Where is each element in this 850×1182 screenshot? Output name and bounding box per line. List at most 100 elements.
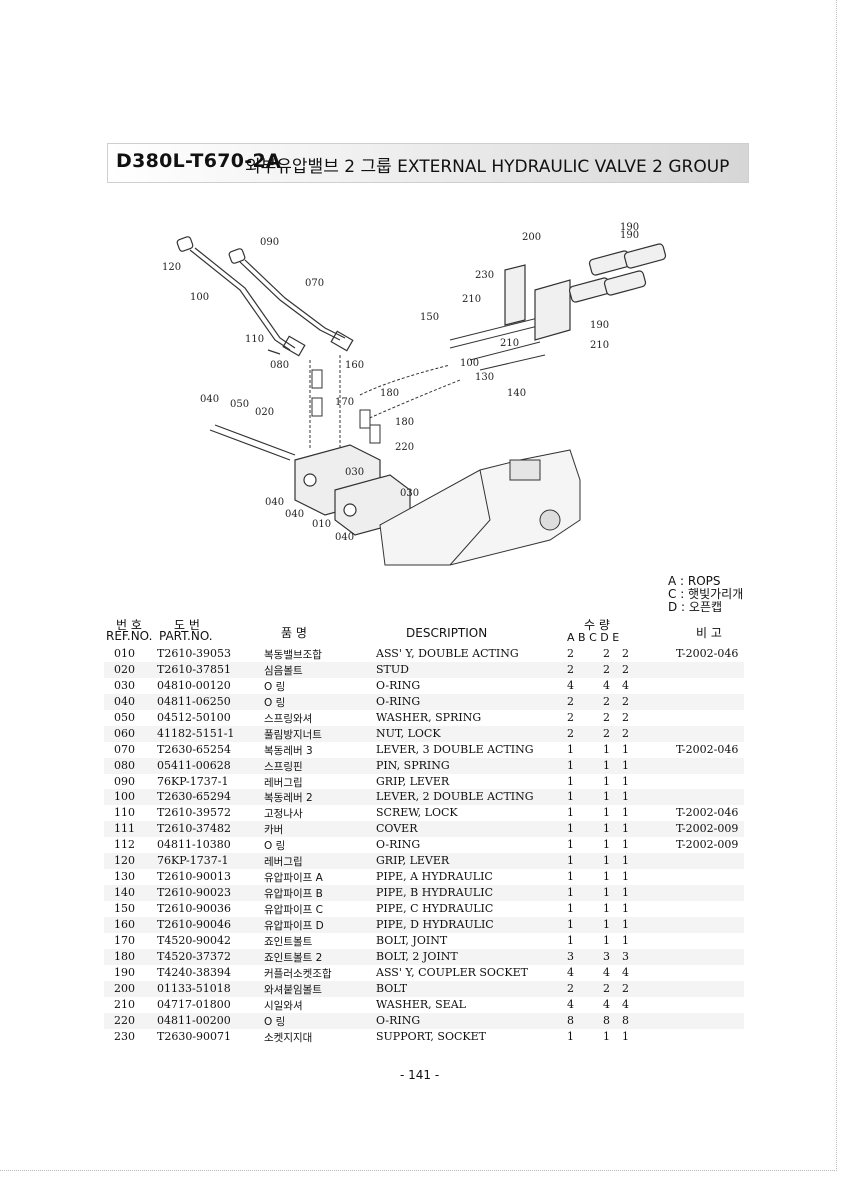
part-no: 41182-5151-1 <box>157 726 235 740</box>
callout-label: 120 <box>162 262 181 273</box>
qty-d: 3 <box>622 949 629 963</box>
callout-label: 030 <box>345 467 364 478</box>
name-kor: 유압파이프 A <box>264 872 323 885</box>
part-no: 04811-10380 <box>157 838 231 852</box>
ref-no: 210 <box>114 997 135 1011</box>
qty-a: 2 <box>567 981 574 995</box>
callout-label: 030 <box>400 488 419 499</box>
qty-c: 2 <box>603 662 610 676</box>
legend-d: D : 오픈캡 <box>668 600 723 614</box>
description: PIPE, C HYDRAULIC <box>376 902 494 915</box>
description: GRIP, LEVER <box>376 774 450 788</box>
ref-no: 150 <box>114 902 135 915</box>
qty-c: 1 <box>603 822 610 836</box>
ref-no: 100 <box>114 790 135 804</box>
description: O-RING <box>376 678 421 692</box>
part-no: T2610-90036 <box>157 902 232 915</box>
ref-no: 080 <box>114 758 135 772</box>
ref-no: 010 <box>114 647 135 660</box>
callout-label: 220 <box>395 442 414 453</box>
header-part-kor: 도 번 <box>174 618 200 632</box>
qty-d: 8 <box>622 1013 629 1027</box>
header-remark: 비 고 <box>696 626 722 640</box>
joint-bolts <box>311 369 381 444</box>
name-kor: 소켓지지대 <box>264 1031 313 1044</box>
qty-a: 2 <box>567 662 574 676</box>
ref-no: 140 <box>114 886 135 900</box>
qty-d: 1 <box>622 790 629 804</box>
ref-no: 090 <box>114 774 135 788</box>
qty-a: 1 <box>567 854 574 868</box>
name-kor: 고정나사 <box>264 808 303 821</box>
exploded-parts-diagram: 090 120 070 100 110 080 160 040 050 020 … <box>162 222 667 566</box>
part-no: T2610-39053 <box>157 647 232 660</box>
description: SCREW, LOCK <box>376 806 458 820</box>
coupler-bracket <box>504 243 667 341</box>
name-kor: O 링 <box>264 696 286 709</box>
page-number: - 141 - <box>400 1068 440 1082</box>
qty-d: 1 <box>622 917 629 931</box>
name-kor: 유압파이프 D <box>264 919 324 932</box>
qty-a: 1 <box>567 822 574 836</box>
callout-label: 190 <box>620 222 639 233</box>
name-kor: 레버그립 <box>264 856 303 869</box>
ref-no: 111 <box>114 822 135 836</box>
callout-label: 140 <box>507 388 526 399</box>
qty-c: 2 <box>603 710 610 724</box>
ref-no: 130 <box>114 870 135 884</box>
part-no: 04512-50100 <box>157 710 231 724</box>
qty-c: 1 <box>603 902 610 915</box>
qty-c: 4 <box>603 678 610 692</box>
ref-no: 170 <box>114 933 135 947</box>
ref-no: 040 <box>114 694 135 708</box>
qty-c: 1 <box>603 838 610 852</box>
qty-a: 1 <box>567 758 574 772</box>
header-qty-cols: A B C D E <box>567 631 620 644</box>
part-no: T2610-90046 <box>157 917 232 931</box>
name-kor: O 링 <box>264 680 286 693</box>
description: O-RING <box>376 838 421 852</box>
description: WASHER, SEAL <box>376 997 466 1011</box>
title-banner <box>107 143 749 183</box>
name-kor: 죠인트볼트 <box>264 935 313 948</box>
ref-no: 160 <box>114 917 135 931</box>
qty-a: 1 <box>567 790 574 804</box>
name-kor: O 링 <box>264 840 286 853</box>
description: O-RING <box>376 694 421 708</box>
qty-d: 1 <box>622 1029 629 1043</box>
ref-no: 120 <box>114 854 135 868</box>
callout-label: 190 <box>620 230 639 241</box>
lever-assembly <box>176 236 354 357</box>
description: STUD <box>376 662 409 676</box>
part-no: T2610-37851 <box>157 662 232 676</box>
qty-a: 1 <box>567 902 574 915</box>
callout-label: 160 <box>345 360 364 371</box>
callout-label: 010 <box>312 519 331 530</box>
remark: T-2002-009 <box>676 838 739 852</box>
ref-no: 230 <box>114 1029 135 1043</box>
ref-no: 110 <box>114 806 135 820</box>
name-kor: 풀림방지너트 <box>264 728 322 741</box>
callout-label: 170 <box>335 397 354 408</box>
qty-a: 4 <box>567 678 574 692</box>
remark: T-2002-009 <box>676 822 739 836</box>
qty-a: 2 <box>567 647 574 660</box>
header-description: DESCRIPTION <box>406 626 488 640</box>
name-kor: 스프링와셔 <box>264 712 313 725</box>
qty-d: 1 <box>622 870 629 884</box>
description: ASS' Y, COUPLER SOCKET <box>376 965 528 979</box>
section-code: D380L-T670-2A <box>116 150 281 172</box>
qty-c: 1 <box>603 742 610 756</box>
part-no: T2630-65294 <box>157 790 232 804</box>
description: SUPPORT, SOCKET <box>376 1029 486 1043</box>
